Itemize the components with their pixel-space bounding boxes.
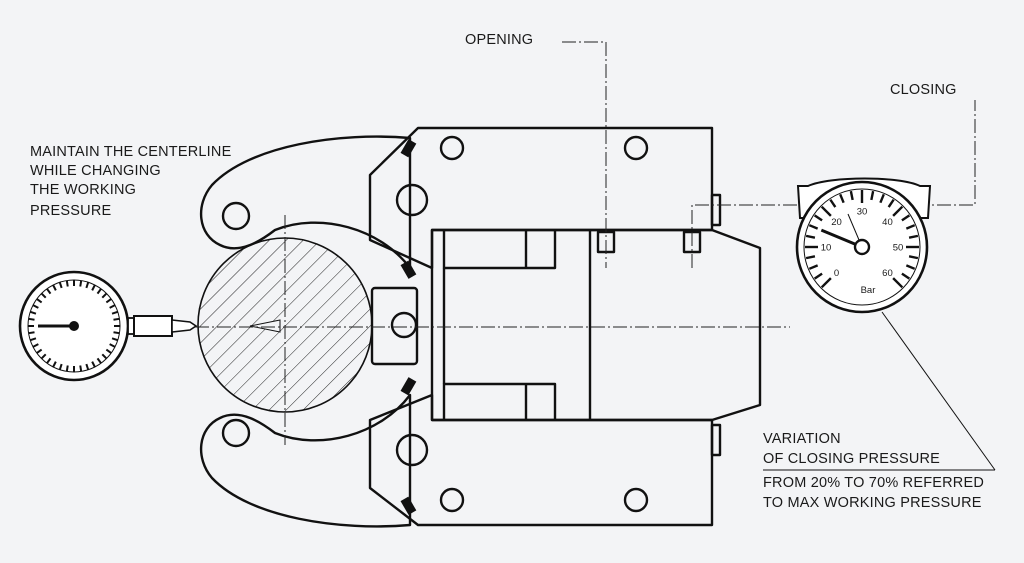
dial-tick <box>46 357 52 364</box>
maintain-line-2: WHILE CHANGING <box>30 163 161 179</box>
gauge-scale-label: 10 <box>821 243 832 254</box>
gauge-tick <box>908 255 919 260</box>
dial-tick <box>79 280 83 287</box>
gauge-tick <box>908 234 919 239</box>
variation-line-2: OF CLOSING PRESSURE <box>763 451 941 467</box>
gauge-tick <box>879 193 885 204</box>
dial-tick <box>91 361 96 368</box>
dial-indicator <box>18 270 198 382</box>
dial-tick <box>96 357 102 364</box>
dial-tick <box>58 281 63 289</box>
gauge-tick <box>808 264 819 270</box>
gauge-tick <box>892 277 904 289</box>
dial-tick <box>36 298 43 304</box>
gauge-tick <box>849 190 854 201</box>
dial-tick <box>85 363 90 371</box>
dial-tick <box>46 288 52 295</box>
gauge-tick <box>820 277 832 289</box>
dial-tick <box>91 284 96 291</box>
dial-tick <box>52 284 57 291</box>
gauge-tick <box>901 214 911 222</box>
gauge-tick <box>829 198 837 208</box>
piston-upper <box>442 230 557 270</box>
gauge-scale-label: 0 <box>834 268 839 279</box>
opening-label: OPENING <box>465 32 534 48</box>
gauge-unit: Bar <box>861 285 876 296</box>
dial-tick <box>113 331 120 335</box>
dial-tick <box>111 310 119 315</box>
dial-tick <box>65 365 69 372</box>
dial-tick <box>58 363 63 371</box>
dial-tick <box>52 361 57 368</box>
dial-tick <box>96 288 102 295</box>
dial-tick <box>105 348 112 354</box>
dial-tick <box>105 298 112 304</box>
gauge-tick <box>905 224 916 230</box>
gauge-tick <box>839 193 845 204</box>
dial-tick <box>32 343 39 348</box>
dial-tick <box>32 304 39 309</box>
gauge-scale-label: 20 <box>831 217 842 228</box>
dial-tick <box>29 337 37 342</box>
dial-tick <box>85 281 90 289</box>
gauge-tick <box>808 224 819 230</box>
gauge-scale-label: 40 <box>882 217 893 228</box>
gauge-tick <box>813 214 823 222</box>
pressure-gauge: 0 10 20 30 40 50 60 Bar <box>795 177 932 314</box>
piston-lower <box>442 382 557 420</box>
gauge-tick <box>805 255 816 260</box>
gauge-scale-label: 50 <box>893 243 904 254</box>
center-slider <box>370 286 419 366</box>
lower-body-block <box>368 393 714 527</box>
gauge-tick <box>892 205 904 217</box>
gauge-scale-label: 60 <box>882 268 893 279</box>
dial-tick <box>79 365 83 372</box>
maintain-line-1: MAINTAIN THE CENTERLINE <box>30 144 232 160</box>
lower-jaw-arm <box>199 393 412 528</box>
dial-tick <box>111 337 119 342</box>
dial-tick <box>65 280 69 287</box>
dial-tick <box>40 353 47 360</box>
dial-tick <box>101 292 108 299</box>
gauge-tick <box>820 205 832 217</box>
range-line-1: FROM 20% TO 70% REFERRED <box>763 475 985 491</box>
upper-body-block <box>368 126 714 270</box>
gauge-tick <box>870 190 875 201</box>
dial-tick <box>109 304 116 309</box>
dial-tick <box>36 348 43 354</box>
dial-tick <box>109 343 116 348</box>
gauge-scale-label: 30 <box>857 207 868 218</box>
gauge-tick <box>813 272 823 280</box>
range-line-2: TO MAX WORKING PRESSURE <box>763 495 982 511</box>
dial-tick <box>28 331 35 335</box>
upper-jaw-arm <box>199 135 412 270</box>
dial-tick <box>29 310 37 315</box>
gauge-tick <box>887 198 895 208</box>
maintain-line-3: THE WORKING <box>30 182 137 198</box>
dial-tick <box>101 353 108 360</box>
connector-top <box>710 193 722 227</box>
gauge-tick <box>905 264 916 270</box>
gauge-tick <box>901 272 911 280</box>
connector-bottom <box>710 423 722 457</box>
maintain-line-4: PRESSURE <box>30 203 112 219</box>
variation-line-1: VARIATION <box>763 431 841 447</box>
dial-tick <box>40 292 47 299</box>
cylinder-block <box>430 228 762 422</box>
closing-label: CLOSING <box>890 82 957 98</box>
dial-tick <box>28 317 35 321</box>
dial-tick <box>113 317 120 321</box>
gauge-tick <box>805 234 816 239</box>
